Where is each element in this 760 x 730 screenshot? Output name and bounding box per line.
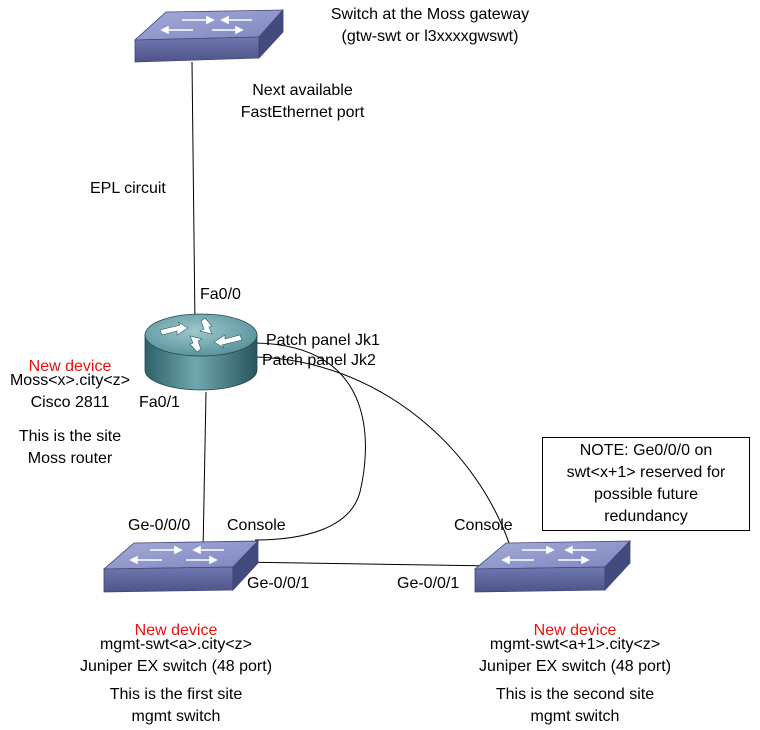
epl-circuit-link	[191, 61, 196, 327]
switch1-desc-line1: This is the first site	[109, 686, 243, 703]
router-description: This is the site Moss router	[0, 426, 140, 470]
gateway-port-label: Next available FastEthernet port	[210, 80, 395, 124]
router-desc-line2: Moss router	[27, 450, 113, 467]
switch1-interlink-label: Ge-0/0/1	[247, 575, 310, 592]
switch1-info: New device mgmt-swt<a>.city<z> Juniper E…	[56, 620, 296, 678]
switch2-desc-line2: mgmt switch	[530, 708, 620, 725]
console-cable-switch1	[254, 342, 366, 541]
gateway-switch-title: Switch at the Moss gateway (gtw-swt or l…	[300, 4, 560, 48]
switch1-hostname: mgmt-swt<a>.city<z>	[99, 636, 253, 653]
console-cable-switch2	[254, 356, 513, 553]
switch1-desc-line2: mgmt switch	[131, 708, 221, 725]
note-line4: redundancy	[604, 508, 688, 525]
patch-jk2-label: Patch panel Jk2	[262, 352, 376, 369]
epl-circuit-label: EPL circuit	[90, 180, 166, 197]
gateway-port-line2: FastEthernet port	[240, 104, 365, 121]
router-icon	[144, 313, 258, 391]
switch1-description: This is the first site mgmt switch	[56, 684, 296, 728]
note-line3: possible future	[593, 486, 699, 503]
note-line2: swt<x+1> reserved for	[566, 464, 726, 481]
switch1-new-device-label: New device	[134, 622, 218, 639]
switch2-description: This is the second site mgmt switch	[455, 684, 695, 728]
switch2-interlink-label: Ge-0/0/1	[397, 575, 460, 592]
router-info: New device Moss<x>.city<z> Cisco 2811	[0, 356, 140, 414]
router-model: Cisco 2811	[30, 394, 110, 411]
switch1-uplink-label: Ge-0/0/0	[128, 517, 191, 534]
note-line1: NOTE: Ge0/0/0 on	[579, 442, 713, 459]
switch2-model: Juniper EX switch (48 port)	[478, 658, 672, 675]
redundancy-note: NOTE: Ge0/0/0 on swt<x+1> reserved for p…	[542, 437, 750, 531]
router-hostname: Moss<x>.city<z>	[9, 372, 131, 389]
switch2-console-label: Console	[454, 517, 513, 534]
gateway-switch-icon	[133, 8, 284, 63]
switch2-icon	[473, 540, 631, 593]
router-to-switch1-link	[202, 391, 207, 553]
switch1-icon	[102, 540, 259, 593]
patch-jk1-label: Patch panel Jk1	[266, 332, 380, 349]
fa0-0-label: Fa0/0	[200, 286, 241, 303]
fa0-1-label: Fa0/1	[139, 394, 180, 411]
gateway-switch-title-line2: (gtw-swt or l3xxxxgwswt)	[341, 28, 519, 45]
switch2-info: New device mgmt-swt<a+1>.city<z> Juniper…	[455, 620, 695, 678]
switch2-new-device-label: New device	[533, 622, 617, 639]
gateway-switch-title-line1: Switch at the Moss gateway	[330, 6, 530, 23]
gateway-port-line1: Next available	[252, 82, 353, 99]
router-new-device-label: New device	[28, 358, 112, 375]
switch2-desc-line1: This is the second site	[495, 686, 655, 703]
switch-interlink	[239, 561, 496, 567]
switch1-console-label: Console	[227, 517, 286, 534]
router-desc-line1: This is the site	[18, 428, 122, 445]
switch2-hostname: mgmt-swt<a+1>.city<z>	[489, 636, 661, 653]
switch1-model: Juniper EX switch (48 port)	[79, 658, 273, 675]
